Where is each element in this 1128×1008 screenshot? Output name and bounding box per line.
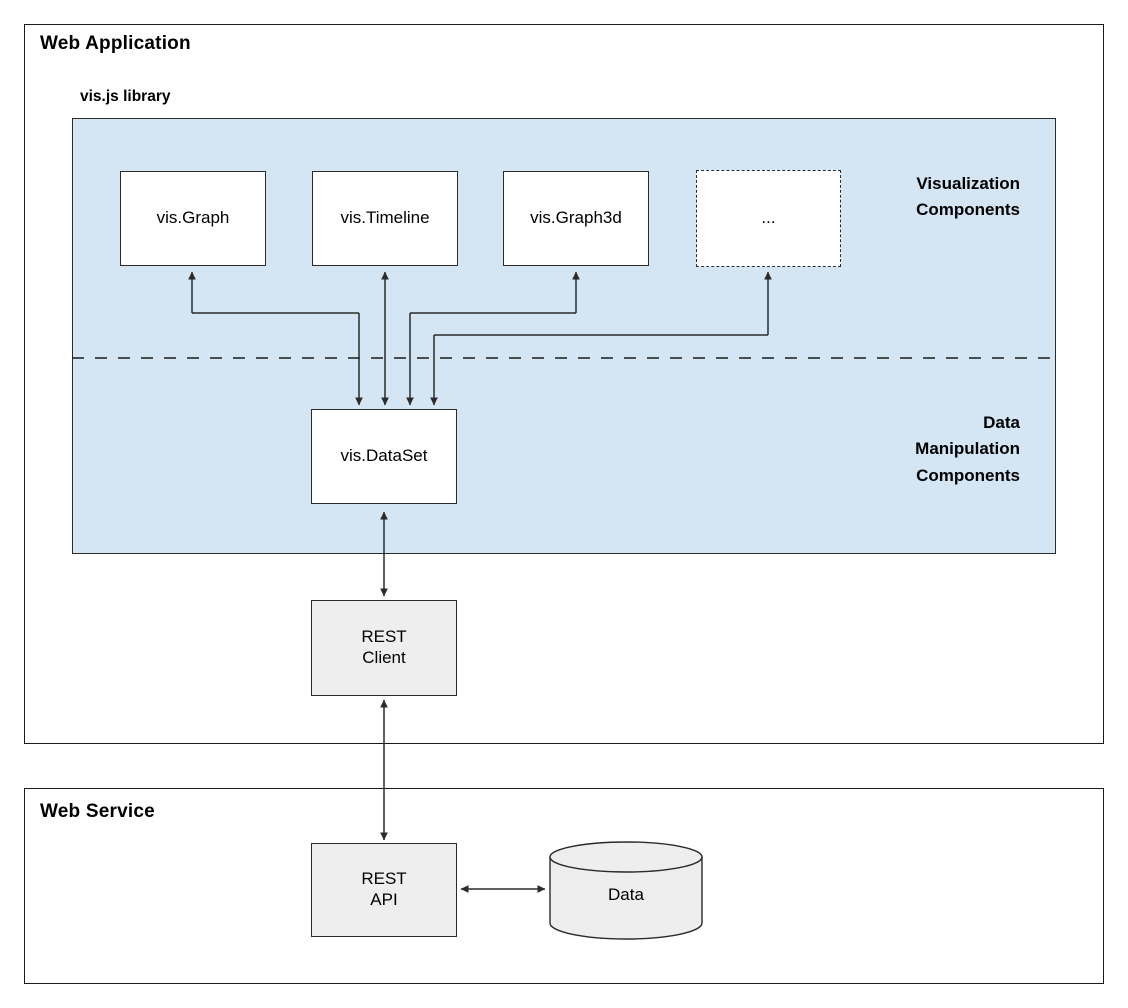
node-vis-graph3d[interactable]: vis.Graph3d — [503, 171, 649, 266]
data-store-label: Data — [608, 885, 644, 904]
node-vis-dataset[interactable]: vis.DataSet — [311, 409, 457, 504]
web-service-title: Web Service — [40, 801, 155, 822]
node-vis-timeline[interactable]: vis.Timeline — [312, 171, 458, 266]
visjs-library-title: vis.js library — [80, 88, 171, 105]
node-rest-api[interactable]: REST API — [311, 843, 457, 937]
layer-label-data-manipulation: Data Manipulation Components — [915, 413, 1020, 485]
node-rest-client[interactable]: REST Client — [311, 600, 457, 696]
web-application-title: Web Application — [40, 33, 191, 54]
node-vis-more[interactable]: ... — [696, 170, 841, 267]
layer-label-visualization: Visualization Components — [916, 174, 1020, 220]
node-vis-graph[interactable]: vis.Graph — [120, 171, 266, 266]
node-data-store[interactable] — [548, 841, 704, 941]
